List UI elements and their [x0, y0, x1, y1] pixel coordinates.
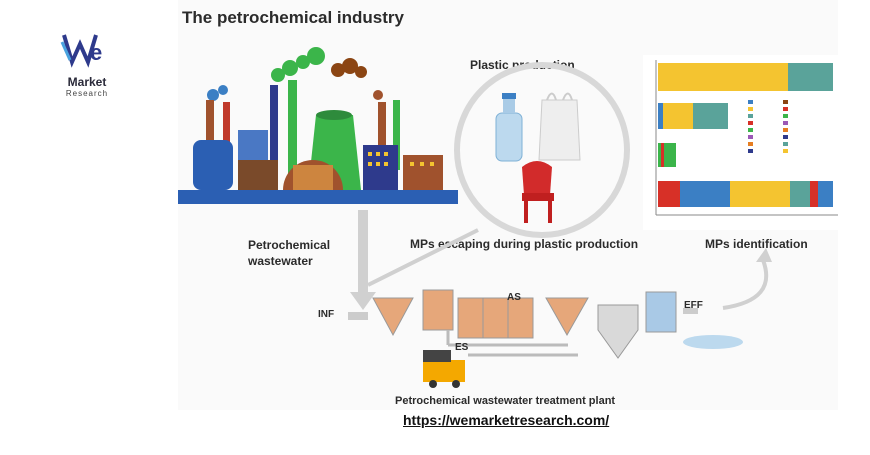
- inf-label: INF: [318, 309, 335, 320]
- website-link[interactable]: https://wemarketresearch.com/: [403, 412, 610, 428]
- mps-escaping-label: MPs escaping during plastic production: [410, 237, 639, 251]
- plant-label: Petrochemical wastewater treatment plant: [395, 395, 616, 407]
- plastic-production-circle: [454, 62, 630, 238]
- as-label: AS: [507, 292, 521, 303]
- factory-illustration: [178, 47, 458, 204]
- logo-mark-icon: e: [60, 34, 102, 68]
- wastewater-label: Petrochemical wastewater: [248, 238, 331, 268]
- truck-icon: [423, 350, 465, 388]
- es-label: ES: [455, 342, 469, 353]
- chart-legend: [748, 100, 788, 153]
- logo: e Market Research: [52, 30, 122, 100]
- plastic-bag-icon: [538, 92, 581, 161]
- mps-identification-chart: [643, 55, 838, 230]
- diagram-title: The petrochemical industry: [182, 8, 404, 27]
- eff-label: EFF: [684, 300, 703, 311]
- logo-name: Market: [67, 75, 107, 89]
- treatment-plant-illustration: [348, 210, 772, 388]
- bottle-icon: [495, 93, 523, 162]
- logo-sub: Research: [65, 89, 109, 98]
- svg-text:e: e: [90, 40, 102, 65]
- mps-identification-label: MPs identification: [705, 237, 808, 251]
- plastic-chair-icon: [522, 161, 554, 223]
